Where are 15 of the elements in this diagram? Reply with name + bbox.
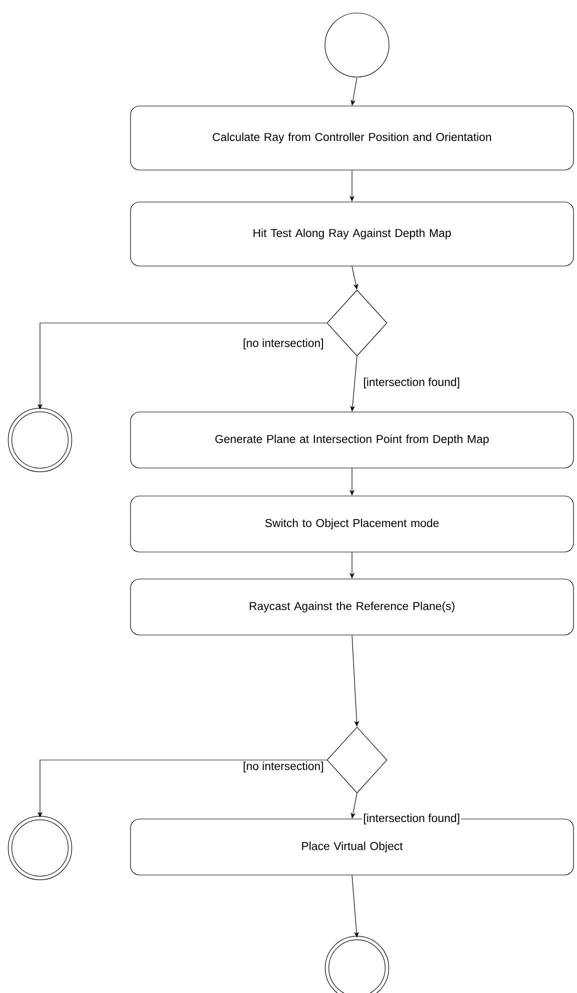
decision-diamond (326, 726, 388, 794)
end-circle (8, 408, 72, 472)
action-box: Hit Test Along Ray Against Depth Map (130, 202, 574, 266)
edge-label: [intersection found] (362, 812, 462, 826)
action-box: Switch to Object Placement mode (130, 496, 574, 552)
edge-label: [no intersection] (242, 760, 325, 774)
end-circle (8, 816, 72, 880)
end-circle (324, 936, 390, 993)
decision-diamond (326, 290, 388, 356)
action-box: Generate Plane at Intersection Point from Depth Map (130, 412, 574, 468)
edge-label: [no intersection] (242, 338, 325, 350)
edge-label: [intersection found] (362, 376, 462, 390)
start-circle (324, 12, 390, 78)
action-box: Calculate Ray from Controller Position and Orientation (130, 106, 574, 170)
action-box: Raycast Against the Reference Plane(s) (130, 578, 574, 636)
